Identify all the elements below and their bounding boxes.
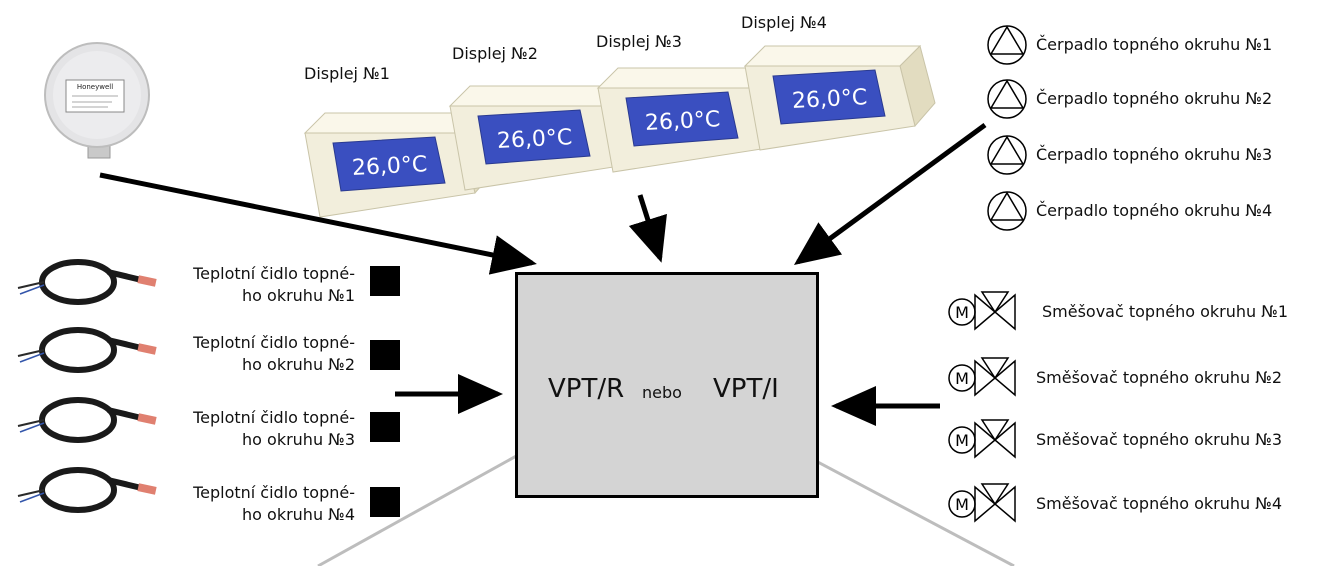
- display-2-icon: 26,0°C: [448, 85, 641, 191]
- mixer-4-icon: M: [948, 483, 1016, 523]
- mixer-3-icon: M: [948, 419, 1016, 459]
- mixer-2-label: Směšovač topného okruhu №2: [1036, 368, 1283, 387]
- temperature-sensor-1-icon: [17, 259, 157, 305]
- display-3-temp: 26,0°C: [644, 107, 721, 136]
- mixer-3-label: Směšovač topného okruhu №3: [1036, 430, 1283, 449]
- pump-4-label: Čerpadlo topného okruhu №4: [1036, 201, 1273, 220]
- outdoor-sensor-brand: Honeywell: [77, 83, 113, 91]
- controller-label-vptr: VPT/R: [548, 374, 625, 404]
- arrow-displays-to-controller: [628, 194, 667, 263]
- sensor-4-label-line1: Teplotní čidlo topné-: [193, 483, 355, 502]
- temperature-sensor-4-icon: [17, 467, 157, 513]
- controller-label-vpti: VPT/I: [713, 374, 779, 404]
- sensor-1-label-line1: Teplotní čidlo topné-: [193, 264, 355, 283]
- pump-4-icon: [987, 191, 1027, 231]
- sensor-3-label: Teplotní čidlo topné- ho okruhu №3: [150, 407, 355, 451]
- display-2-label: Displej №2: [452, 44, 538, 63]
- sensor-2-label-line1: Teplotní čidlo topné-: [193, 333, 355, 352]
- display-1-label: Displej №1: [304, 64, 390, 83]
- mixer-4-motor-letter: M: [955, 495, 969, 514]
- controller-box: VPT/R nebo VPT/I: [515, 272, 819, 498]
- sensor-2-label-line2: ho okruhu №2: [242, 355, 355, 374]
- pump-1-label: Čerpadlo topného okruhu №1: [1036, 35, 1273, 54]
- temperature-sensor-2-icon: [17, 327, 157, 373]
- sensor-1-label: Teplotní čidlo topné- ho okruhu №1: [150, 263, 355, 307]
- sensor-1-terminal: [370, 266, 400, 296]
- mixer-2-icon: M: [948, 357, 1016, 397]
- sensor-3-label-line2: ho okruhu №3: [242, 430, 355, 449]
- temperature-sensor-3-icon: [17, 397, 157, 443]
- display-1-temp: 26,0°C: [351, 152, 428, 181]
- display-4-icon: 26,0°C: [743, 45, 936, 151]
- controller-label-or: nebo: [642, 383, 682, 402]
- mixer-4-label: Směšovač topného okruhu №4: [1036, 494, 1283, 513]
- pump-1-icon: [987, 25, 1027, 65]
- mixer-3-motor-letter: M: [955, 431, 969, 450]
- mixer-1-icon: M: [948, 291, 1016, 331]
- sensor-4-label: Teplotní čidlo topné- ho okruhu №4: [150, 482, 355, 526]
- display-2-temp: 26,0°C: [496, 125, 573, 154]
- sensor-1-label-line2: ho okruhu №1: [242, 286, 355, 305]
- sensor-3-terminal: [370, 412, 400, 442]
- display-3-label: Displej №3: [596, 32, 682, 51]
- display-4-label: Displej №4: [741, 13, 827, 32]
- sensor-3-label-line1: Teplotní čidlo topné-: [193, 408, 355, 427]
- pump-2-label: Čerpadlo topného okruhu №2: [1036, 89, 1273, 108]
- display-4-temp: 26,0°C: [791, 85, 868, 114]
- mixer-2-motor-letter: M: [955, 369, 969, 388]
- pump-3-label: Čerpadlo topného okruhu №3: [1036, 145, 1273, 164]
- arrow-pumps-to-controller: [793, 122, 987, 265]
- sensor-4-label-line2: ho okruhu №4: [242, 505, 355, 524]
- sensor-2-label: Teplotní čidlo topné- ho okruhu №2: [150, 332, 355, 376]
- pump-2-icon: [987, 79, 1027, 119]
- pump-3-icon: [987, 135, 1027, 175]
- mixer-1-label: Směšovač topného okruhu №1: [1042, 302, 1289, 321]
- sensor-2-terminal: [370, 340, 400, 370]
- mixer-1-motor-letter: M: [955, 303, 969, 322]
- outdoor-sensor-icon: Honeywell: [44, 42, 150, 159]
- arrow-outdoor-to-controller: [99, 172, 537, 275]
- sensor-4-terminal: [370, 487, 400, 517]
